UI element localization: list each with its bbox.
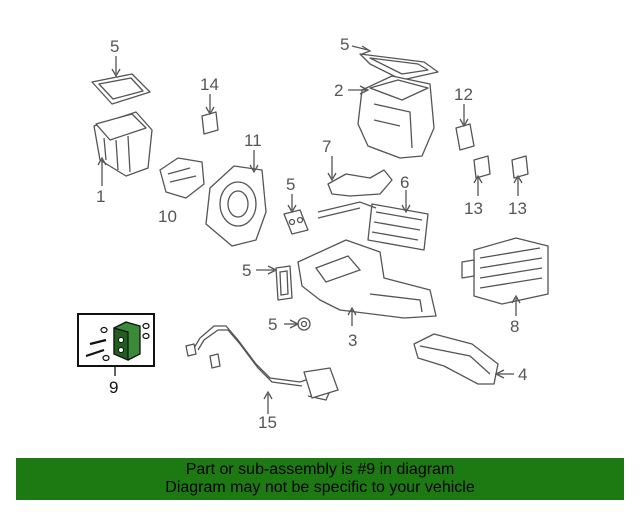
part-4-duct: 4 (413, 333, 527, 385)
callout-9: 9 (109, 378, 118, 397)
callout-1: 1 (96, 187, 105, 206)
part-15-harness: 15 (185, 325, 339, 432)
callout-13b: 13 (508, 199, 527, 218)
callout-6: 6 (400, 173, 409, 192)
part-12-sensor: 12 (454, 85, 475, 151)
part-5-grommet: 5 (268, 315, 311, 334)
part-14-clip: 14 (200, 75, 219, 135)
part-5-gasket-top-right: 5 (340, 35, 439, 81)
banner-line-1: Part or sub-assembly is #9 in diagram (185, 461, 455, 478)
part-6-heater-core: 6 (317, 173, 429, 251)
part-5-gasket-top-left: 5 (91, 37, 151, 105)
callout-11: 11 (244, 131, 262, 150)
callout-15: 15 (258, 413, 277, 432)
info-banner: Part or sub-assembly is #9 in diagram Di… (16, 458, 624, 500)
part-11-case: 11 (205, 131, 267, 247)
part-10-inlet: 10 (158, 157, 205, 226)
callout-2: 2 (334, 81, 343, 100)
banner-line-2: Diagram may not be specific to your vehi… (165, 479, 475, 496)
part-5-seal-middle: 5 (283, 175, 309, 235)
part-5-frame-seal: 5 (242, 261, 293, 301)
part-1-blower-housing: 1 (93, 111, 153, 206)
callout-5d: 5 (242, 261, 251, 280)
part-7-duct: 7 (322, 137, 393, 197)
callout-12: 12 (454, 85, 473, 104)
callout-7: 7 (322, 137, 331, 156)
callout-4: 4 (518, 365, 527, 384)
callout-14: 14 (200, 75, 219, 94)
callout-5e: 5 (268, 315, 277, 334)
callout-8: 8 (510, 317, 519, 336)
part-8-evaporator: 8 (461, 237, 549, 336)
callout-10: 10 (158, 207, 177, 226)
callout-5a: 5 (110, 37, 119, 56)
callout-5c: 5 (340, 35, 349, 54)
callout-3: 3 (348, 331, 357, 350)
part-13-clip-right: 13 (508, 155, 529, 218)
callout-13a: 13 (464, 199, 483, 218)
part-9-expansion-valve-kit: 9 (77, 313, 155, 397)
callout-5b: 5 (286, 175, 295, 194)
parts-diagram: 5 1 14 10 11 5 (77, 35, 549, 432)
part-3-hvac-case: 3 (297, 239, 437, 350)
part-13-clip-left: 13 (464, 155, 491, 218)
part-2-heater-case: 2 (334, 75, 435, 159)
